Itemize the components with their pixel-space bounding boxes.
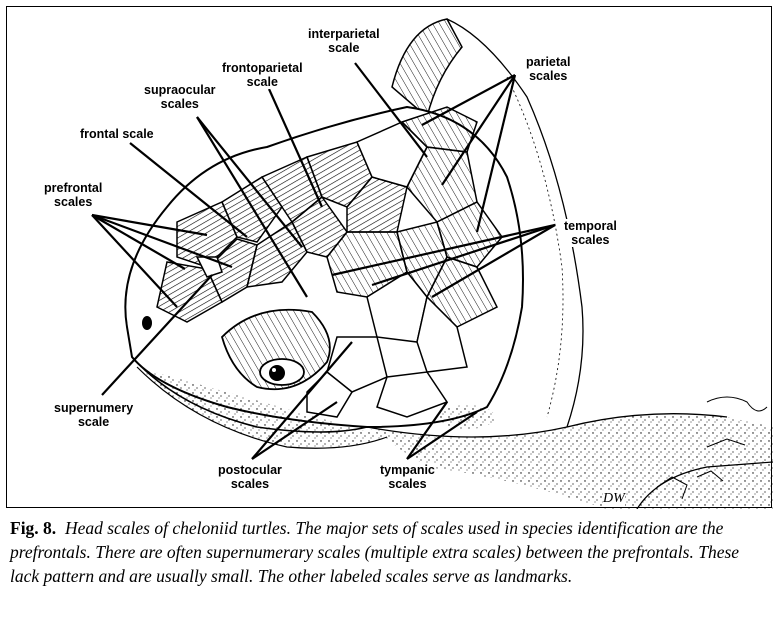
- carapace-drawing: [391, 18, 584, 428]
- tympanic-area: [439, 405, 495, 429]
- caption-fig-label: Fig. 8.: [10, 518, 57, 538]
- eye-drawing: [220, 308, 331, 391]
- label-frontal-scale: frontal scale: [79, 127, 155, 141]
- leader-lines: [91, 62, 556, 460]
- artist-signature: DW: [603, 491, 625, 507]
- nostril: [142, 316, 152, 330]
- head-scales: [156, 106, 503, 418]
- neck-drawing: [366, 396, 773, 509]
- caption-text: Head scales of cheloniid turtles. The ma…: [10, 518, 740, 586]
- turtle-head-illustration: [91, 18, 773, 509]
- figure-caption: Fig. 8. Head scales of cheloniid turtles…: [10, 516, 772, 588]
